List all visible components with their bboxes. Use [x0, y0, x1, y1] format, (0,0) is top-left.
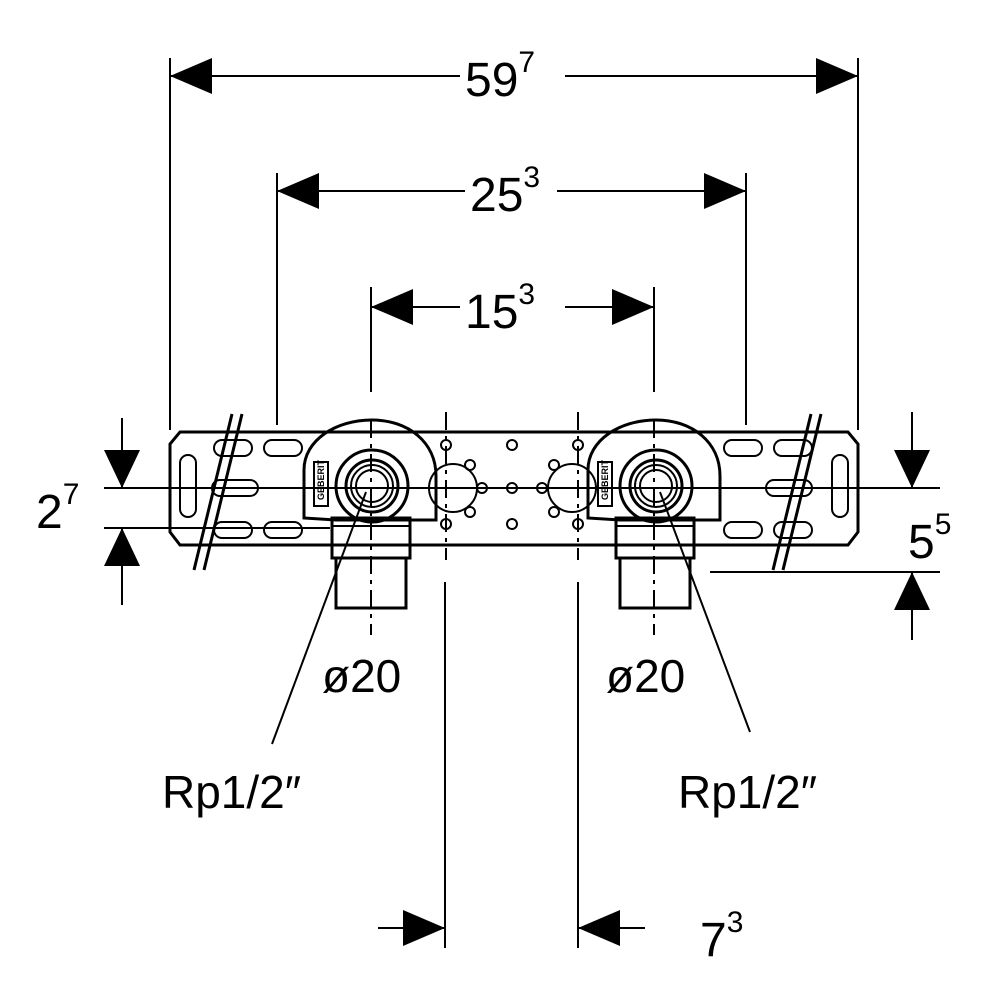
thread-size-right: Rp1/2″ — [678, 766, 817, 818]
arrow-right — [612, 289, 654, 325]
logo-badge — [597, 461, 613, 507]
dimension-value: 27 — [36, 478, 79, 539]
arrow-down — [104, 450, 140, 488]
slot-hole — [179, 454, 197, 518]
logo-right: GEBERIT — [600, 459, 610, 500]
centre-lines — [120, 412, 940, 635]
logo-badge — [313, 461, 329, 507]
arrow-left — [371, 289, 413, 325]
arrow-left — [277, 173, 319, 209]
dimension-outer-bracket: 253 — [276, 161, 747, 425]
dimension-value: 73 — [700, 906, 743, 967]
dimension-value: 597 — [465, 46, 535, 107]
arrow-right — [704, 173, 746, 209]
dimension-plate-height-left: 27 — [36, 418, 330, 605]
arrow-left — [170, 58, 212, 94]
dimension-value: 55 — [908, 508, 951, 569]
slot-hole — [263, 439, 303, 457]
slot-hole — [831, 454, 849, 518]
slot-hole — [213, 521, 253, 539]
plate-outline — [168, 430, 860, 547]
dimension-value: 153 — [465, 278, 535, 339]
thread-size-left: Rp1/2″ — [162, 766, 301, 818]
pipe-diameter-left: ø20 — [322, 650, 401, 702]
slot-hole — [723, 521, 763, 539]
slot-hole — [263, 521, 303, 539]
slot-hole — [773, 439, 813, 457]
dimension-offset-right: 55 — [710, 412, 951, 640]
pipe-diameter-right: ø20 — [606, 650, 685, 702]
slot-hole — [773, 521, 813, 539]
arrow-right — [403, 910, 445, 946]
arrow-up — [104, 528, 140, 566]
mounting-plate — [168, 413, 860, 571]
arrow-right — [816, 58, 858, 94]
arrow-down — [894, 450, 930, 488]
slot-hole — [723, 439, 763, 457]
dimension-overall-width: 597 — [169, 46, 859, 430]
dimension-value: 253 — [470, 161, 540, 222]
arrow-up — [894, 572, 930, 610]
dimension-bottom-offset: 73 — [378, 582, 743, 967]
arrow-left — [578, 910, 620, 946]
leader-lines — [271, 491, 751, 745]
dimension-outlet-spacing: 153 — [370, 278, 655, 392]
logo-left: GEBERIT — [316, 459, 326, 500]
